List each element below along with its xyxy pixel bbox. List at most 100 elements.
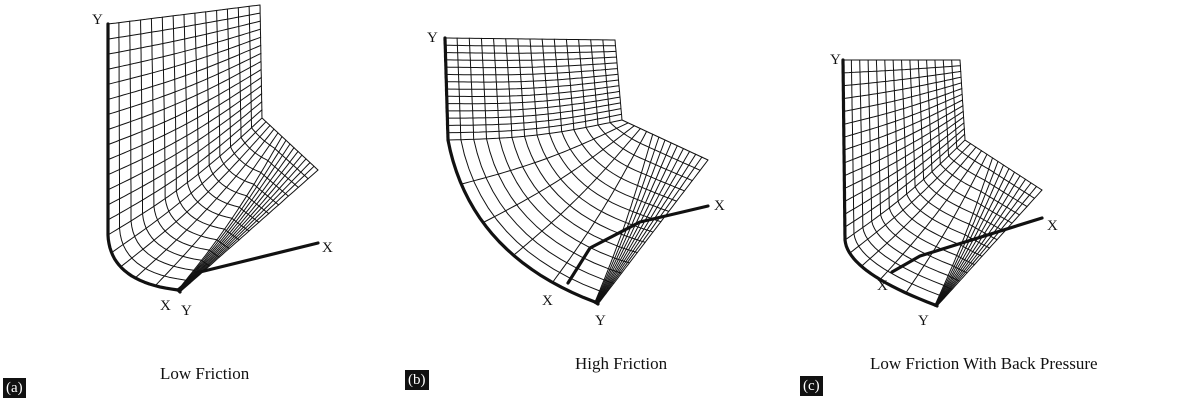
mesh-line xyxy=(178,154,303,292)
mesh-line xyxy=(594,133,654,303)
mesh-low-friction xyxy=(106,4,320,294)
mesh-line xyxy=(445,56,617,61)
mesh-line xyxy=(444,37,616,41)
mesh-line xyxy=(107,69,262,146)
label-x-end: X xyxy=(1047,218,1058,234)
mesh-line xyxy=(446,90,620,105)
mesh-line xyxy=(107,52,262,115)
panel-c: Y X Y X Low Friction With Back Pressure … xyxy=(800,0,1179,407)
mesh-line xyxy=(177,139,287,291)
mesh-high-friction xyxy=(443,36,710,306)
boundary-x-line xyxy=(593,300,600,306)
mesh-line xyxy=(178,143,291,291)
mesh-line xyxy=(107,93,263,191)
mesh-line xyxy=(595,145,678,304)
mesh-line xyxy=(107,109,263,221)
deformed-x-line xyxy=(890,216,1044,274)
mesh-line xyxy=(445,73,619,83)
label-x-end: X xyxy=(322,240,333,256)
mesh-line xyxy=(107,61,262,130)
mesh-line xyxy=(447,119,623,141)
boundary-x-line xyxy=(933,303,939,308)
mesh-line xyxy=(444,50,617,54)
mesh-line xyxy=(446,102,621,119)
mesh-line xyxy=(446,85,620,97)
mesh-line xyxy=(107,117,263,236)
mesh-line xyxy=(107,28,261,70)
mesh-line xyxy=(842,70,962,87)
label-y-top: Y xyxy=(830,52,841,68)
mesh-line xyxy=(111,121,267,254)
label-y-top: Y xyxy=(427,30,438,46)
mesh-line xyxy=(447,113,622,134)
mesh-line xyxy=(843,93,963,138)
mesh-line xyxy=(901,59,990,249)
mesh-line xyxy=(107,36,262,85)
mesh-line xyxy=(935,175,1021,307)
mesh-line xyxy=(843,110,964,177)
mesh-line xyxy=(140,19,211,267)
mesh-line xyxy=(447,108,622,126)
label-x-corner: X xyxy=(877,278,888,294)
boundary-y-line xyxy=(841,58,937,307)
mesh-line xyxy=(446,79,619,90)
boundary-y-line xyxy=(443,36,597,304)
mesh-line xyxy=(936,189,1043,307)
mesh-line xyxy=(935,178,1026,307)
mesh-line xyxy=(602,39,701,171)
mesh-line xyxy=(596,148,684,304)
panel-tag-b: (b) xyxy=(405,370,429,390)
mesh-line xyxy=(843,99,963,151)
mesh-line xyxy=(120,124,271,268)
mesh-line xyxy=(597,156,703,305)
label-x-end: X xyxy=(714,198,725,214)
mesh-line xyxy=(444,44,616,47)
mesh-line xyxy=(107,101,263,206)
label-y-corner: Y xyxy=(595,313,606,329)
label-x-corner: X xyxy=(542,293,553,309)
mesh-line xyxy=(849,143,971,254)
mesh-line xyxy=(596,150,691,304)
deformed-x-line xyxy=(566,204,710,285)
mesh-line xyxy=(134,128,275,279)
mesh-line xyxy=(107,44,262,100)
mesh-line xyxy=(552,130,648,283)
mesh-line xyxy=(178,150,299,292)
mesh-line xyxy=(446,96,621,112)
panel-tag-a: (a) xyxy=(3,378,26,398)
mesh-line xyxy=(879,150,982,281)
mesh-line xyxy=(107,77,262,161)
mesh-line xyxy=(177,136,283,291)
mesh-line xyxy=(460,122,629,185)
mesh-line xyxy=(936,185,1037,307)
mesh-line xyxy=(597,159,709,305)
mesh-line xyxy=(594,136,660,303)
mesh-line xyxy=(844,139,966,241)
mesh-line xyxy=(936,182,1032,307)
mesh-line xyxy=(884,59,975,266)
mesh-line xyxy=(844,122,965,202)
deformed-x-line xyxy=(176,241,320,292)
mesh-line xyxy=(179,169,319,293)
panel-b: Y X Y X High Friction (b) xyxy=(400,0,800,407)
mesh-line xyxy=(445,62,618,69)
mesh-line xyxy=(905,153,988,294)
mesh-line xyxy=(935,171,1015,306)
mesh-line xyxy=(553,38,670,212)
boundary-y-line xyxy=(106,22,180,292)
mesh-line xyxy=(842,76,962,100)
caption-high-friction: High Friction xyxy=(575,354,668,373)
mesh-line xyxy=(178,147,295,292)
mesh-line xyxy=(843,105,964,164)
label-x-corner: X xyxy=(160,298,171,314)
mesh-line xyxy=(445,68,618,76)
mesh-line xyxy=(596,153,697,305)
mesh-line xyxy=(578,39,685,192)
mesh-line xyxy=(844,128,965,215)
mesh-line xyxy=(860,146,977,267)
mesh-line xyxy=(843,116,965,190)
caption-low-friction-back-pressure: Low Friction With Back Pressure xyxy=(870,354,1098,373)
mesh-line xyxy=(107,12,261,40)
mesh-line xyxy=(154,132,279,287)
panel-a: Y X Y X Low Friction (a) xyxy=(0,0,400,407)
